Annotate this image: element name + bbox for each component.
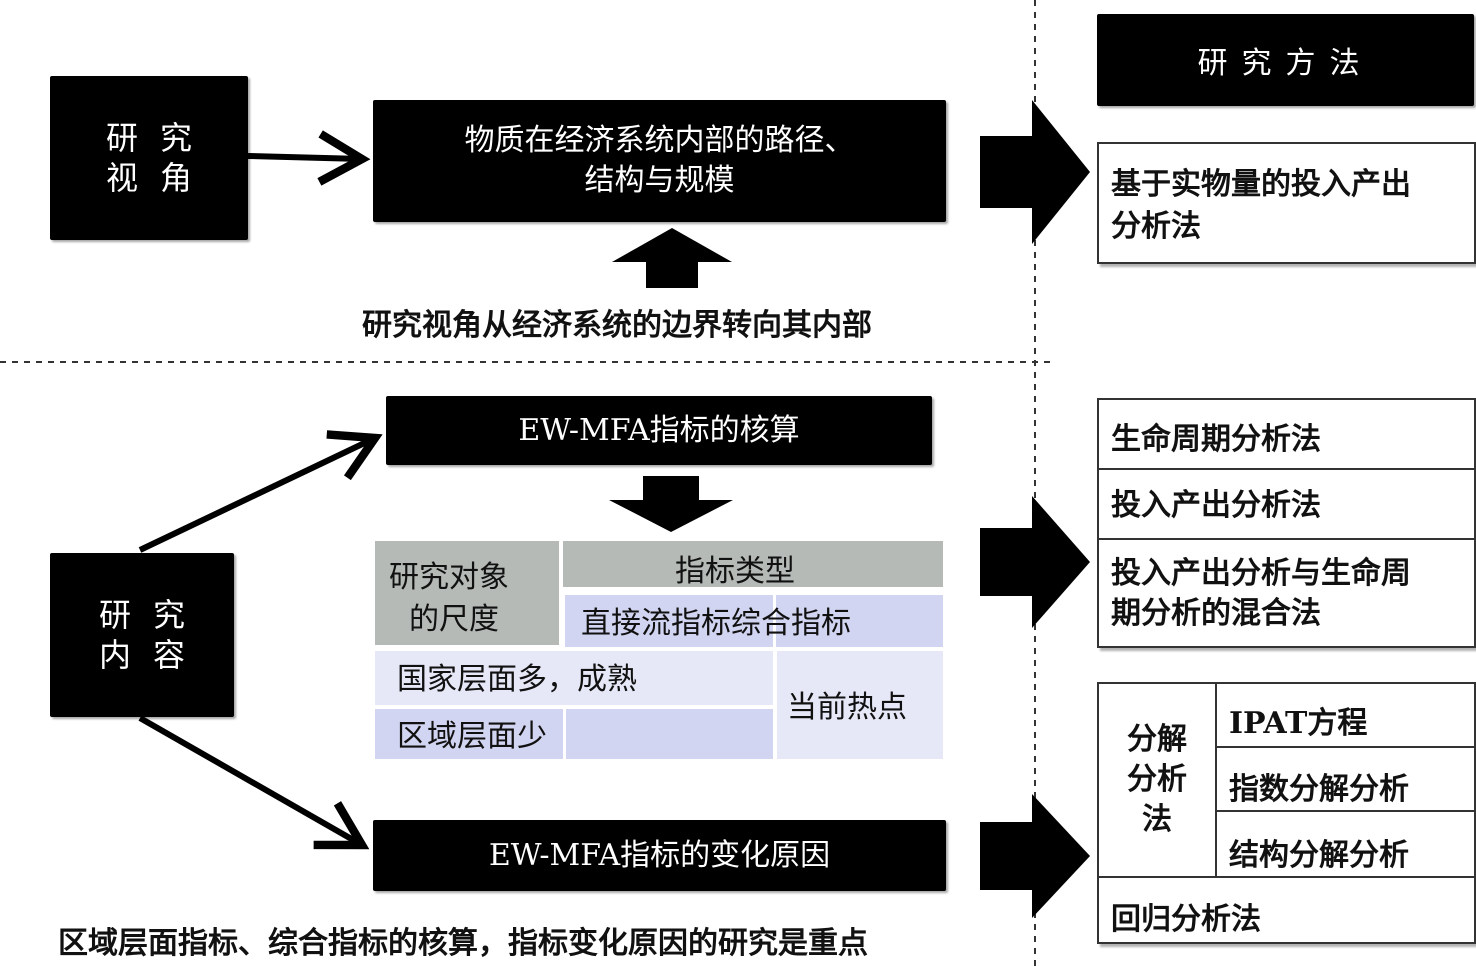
material-path-line-2: 结构与规模 — [584, 163, 735, 198]
method-ipat-row: IPAT方程 — [1217, 684, 1474, 748]
content-upper-arrow — [138, 430, 383, 553]
regional-level-cell: 区域层面少 — [397, 719, 547, 754]
composite-indicator: 综合指标 — [731, 606, 851, 641]
table-row-national-bg — [375, 651, 773, 705]
table-hotspot-bg — [777, 651, 943, 759]
ewmfa-accounting-box: EW-MFA指标的核算 — [386, 396, 932, 465]
method-ida: 指数分解分析 — [1229, 772, 1409, 807]
methods-top-box: 基于实物量的投入产出 分析法 — [1097, 142, 1476, 264]
method-sda-row: 结构分解分析 — [1217, 812, 1474, 876]
scale-header: 研究对象 的尺度 — [389, 557, 509, 641]
method-hybrid-line-1: 投入产出分析与生命周 — [1111, 556, 1411, 591]
right-arrow-top — [980, 100, 1090, 244]
method-io: 投入产出分析法 — [1111, 488, 1321, 523]
right-arrow-middle — [980, 496, 1090, 628]
method-hybrid-row: 投入产出分析与生命周 期分析的混合法 — [1099, 540, 1474, 644]
perspective-caption: 研究视角从经济系统的边界转向其内部 — [362, 308, 872, 343]
methods-top-line-2: 分析法 — [1111, 209, 1201, 244]
method-lca: 生命周期分析法 — [1111, 422, 1321, 457]
decomposition-label-line-1: 分解 — [1127, 722, 1187, 757]
down-block-arrow — [609, 476, 733, 532]
research-content-line-1: 研究 — [98, 596, 207, 634]
decomposition-label-line-2: 分析 — [1127, 762, 1187, 797]
method-lca-row: 生命周期分析法 — [1099, 400, 1474, 470]
national-level-cell: 国家层面多，成熟 — [397, 662, 637, 697]
material-path-line-1: 物质在经济系统内部的路径、 — [464, 123, 855, 158]
research-perspective-block: 研究 视角 — [50, 76, 248, 240]
direct-flow-indicator: 直接流指标 — [581, 606, 731, 641]
table-row-regional-bg — [375, 709, 773, 759]
scale-header-line-2: 的尺度 — [409, 602, 499, 637]
material-path-box: 物质在经济系统内部的路径、 结构与规模 — [373, 100, 946, 222]
ewmfa-change-causes-box: EW-MFA指标的变化原因 — [373, 820, 946, 891]
content-caption: 区域层面指标、综合指标的核算，指标变化原因的研究是重点 — [58, 926, 868, 961]
method-hybrid: 投入产出分析与生命周 期分析的混合法 — [1111, 554, 1411, 634]
methods-header: 研究方法 — [1097, 14, 1474, 106]
method-io-row: 投入产出分析法 — [1099, 470, 1474, 540]
method-hybrid-line-2: 期分析的混合法 — [1111, 596, 1321, 631]
research-perspective-line-1: 研究 — [105, 119, 214, 157]
research-content-block: 研究 内容 — [50, 553, 234, 717]
decomposition-label: 分解 分析 法 — [1099, 684, 1217, 876]
table-header-bg-left — [375, 541, 559, 645]
up-block-arrow — [612, 228, 732, 288]
perspective-arrow — [247, 130, 371, 186]
table-divider-regional — [563, 709, 566, 759]
research-perspective-line-2: 视角 — [105, 159, 214, 197]
decomposition-label-line-3: 法 — [1142, 802, 1172, 837]
table-subheader-bg — [565, 595, 943, 647]
method-ipat: IPAT方程 — [1229, 706, 1368, 741]
content-lower-arrow — [138, 715, 370, 850]
type-header: 指标类型 — [675, 554, 795, 589]
method-ida-row: 指数分解分析 — [1217, 748, 1474, 812]
current-hotspot-cell: 当前热点 — [787, 690, 907, 725]
methods-top-line-1: 基于实物量的投入产出 — [1111, 167, 1411, 202]
method-sda: 结构分解分析 — [1229, 838, 1409, 873]
indicator-table: 研究对象 的尺度 指标类型 直接流指标 综合指标 国家层面多，成熟 区域层面少 … — [375, 541, 943, 759]
methods-middle-box: 生命周期分析法 投入产出分析法 投入产出分析与生命周 期分析的混合法 — [1097, 398, 1476, 648]
table-divider-subheader — [773, 595, 776, 647]
decomposition-group: 分解 分析 法 IPAT方程 指数分解分析 结构分解分析 — [1099, 684, 1474, 878]
methods-top-text: 基于实物量的投入产出 分析法 — [1111, 164, 1411, 248]
table-header-bg-right — [563, 541, 943, 587]
research-content-line-2: 内容 — [98, 636, 207, 674]
methods-bottom-box: 分解 分析 法 IPAT方程 指数分解分析 结构分解分析 回归分析法 — [1097, 682, 1476, 944]
right-arrow-bottom — [980, 794, 1090, 918]
method-regression: 回归分析法 — [1111, 902, 1261, 937]
scale-header-line-1: 研究对象 — [389, 560, 509, 595]
